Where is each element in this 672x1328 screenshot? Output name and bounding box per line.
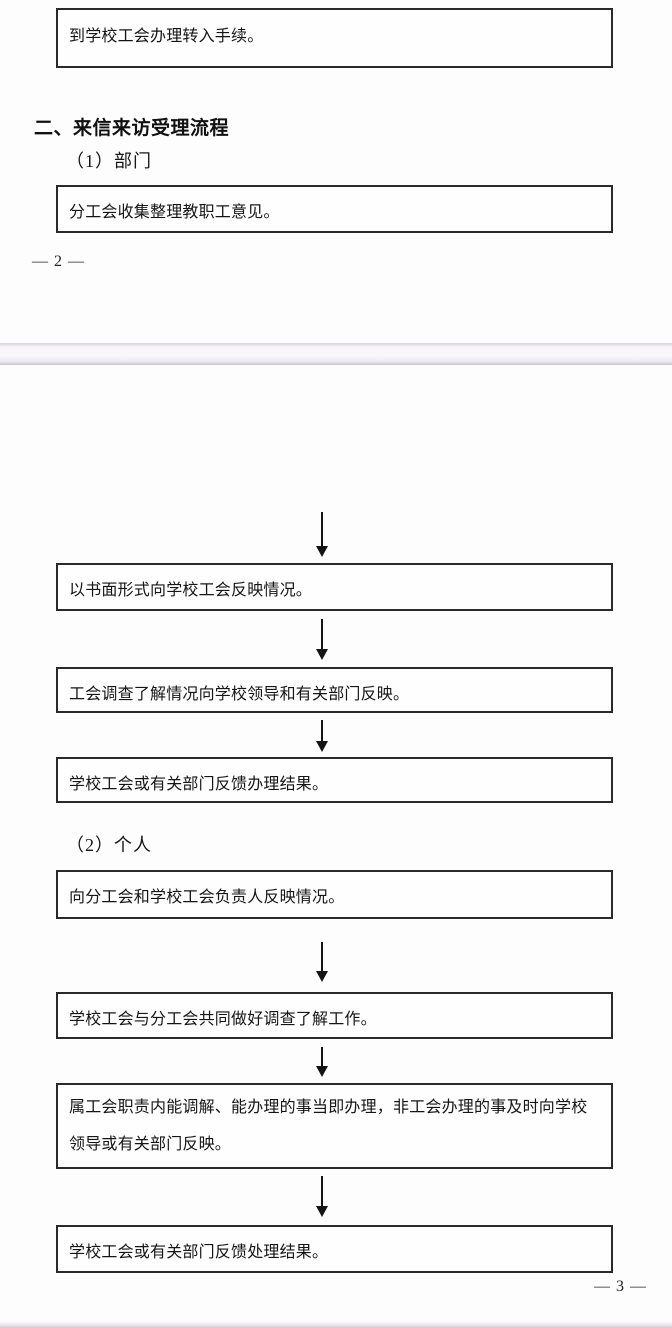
flow-box-transfer: 到学校工会办理转入手续。 <box>56 8 613 68</box>
flow-box-union-investigate: 工会调查了解情况向学校领导和有关部门反映。 <box>56 667 613 713</box>
down-arrow-icon <box>316 512 328 557</box>
flow-box-handle-or-forward: 属工会职责内能调解、能办理的事当即办理，非工会办理的事及时向学校 领导或有关部门… <box>56 1083 613 1169</box>
arrow-head <box>316 546 328 557</box>
flow-box-text-line2: 领导或有关部门反映。 <box>69 1136 232 1153</box>
page-bottom-edge <box>0 1321 672 1328</box>
arrow-stem <box>321 1047 323 1066</box>
flow-box-joint-investigation: 学校工会与分工会共同做好调查了解工作。 <box>56 992 613 1039</box>
flow-box-personal-report: 向分工会和学校工会负责人反映情况。 <box>56 870 613 919</box>
down-arrow-icon <box>316 619 328 660</box>
arrow-stem <box>321 942 323 971</box>
flow-box-text: 向分工会和学校工会负责人反映情况。 <box>69 889 345 906</box>
arrow-stem <box>321 1176 323 1206</box>
page-number-2: — 2 — <box>32 253 85 270</box>
arrow-head <box>316 1206 328 1217</box>
page-number-3: — 3 — <box>594 1278 647 1295</box>
flow-box-text-line1: 属工会职责内能调解、能办理的事当即办理，非工会办理的事及时向学校 <box>69 1099 588 1116</box>
arrow-head <box>316 741 328 752</box>
flow-box-dept-feedback: 学校工会或有关部门反馈办理结果。 <box>56 757 613 803</box>
page-divider <box>0 343 672 365</box>
flow-box-text: 以书面形式向学校工会反映情况。 <box>69 582 313 599</box>
flow-box-written-report: 以书面形式向学校工会反映情况。 <box>56 563 613 611</box>
page-3: 以书面形式向学校工会反映情况。 工会调查了解情况向学校领导和有关部门反映。 学校… <box>0 365 672 1321</box>
flow-box-personal-feedback: 学校工会或有关部门反馈处理结果。 <box>56 1225 613 1273</box>
arrow-head <box>316 1066 328 1077</box>
arrow-stem <box>321 512 323 546</box>
flow-box-text: 学校工会与分工会共同做好调查了解工作。 <box>69 1011 377 1028</box>
flow-box-text: 到学校工会办理转入手续。 <box>69 28 264 45</box>
down-arrow-icon <box>316 942 328 982</box>
down-arrow-icon <box>316 720 328 752</box>
down-arrow-icon <box>316 1047 328 1077</box>
subsection-dept-label: （1）部门 <box>66 151 152 171</box>
flow-box-text: 工会调查了解情况向学校领导和有关部门反映。 <box>69 686 410 703</box>
arrow-head <box>316 649 328 660</box>
section-heading: 二、来信来访受理流程 <box>34 118 230 139</box>
arrow-head <box>316 971 328 982</box>
arrow-stem <box>321 619 323 649</box>
flow-box-text: 分工会收集整理教职工意见。 <box>69 204 280 221</box>
flow-box-text: 学校工会或有关部门反馈办理结果。 <box>69 776 329 793</box>
flow-box-text: 学校工会或有关部门反馈处理结果。 <box>69 1244 329 1261</box>
arrow-stem <box>321 720 323 741</box>
flow-box-collect: 分工会收集整理教职工意见。 <box>56 185 613 233</box>
down-arrow-icon <box>316 1176 328 1217</box>
page-2: 到学校工会办理转入手续。 二、来信来访受理流程 （1）部门 分工会收集整理教职工… <box>0 0 672 343</box>
subsection-personal-label: （2）个人 <box>66 835 152 855</box>
